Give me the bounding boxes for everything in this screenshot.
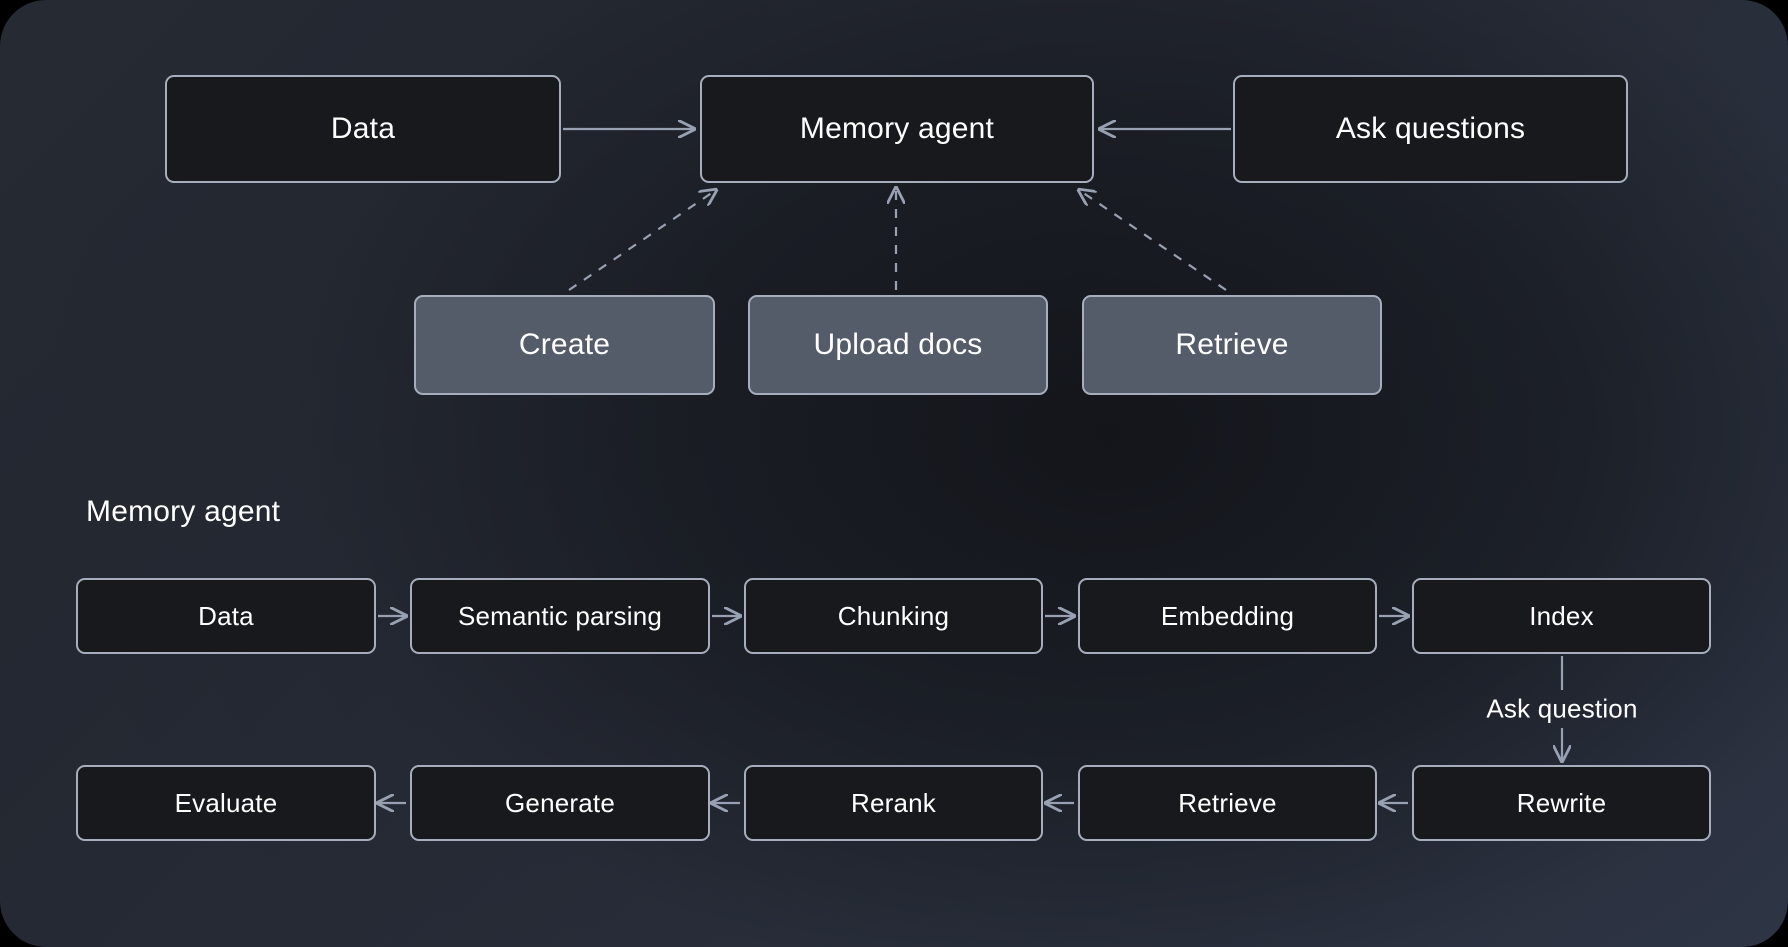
node-data[interactable]: Data [165, 75, 561, 183]
node-memory-agent[interactable]: Memory agent [700, 75, 1094, 183]
node-pipeline-generate[interactable]: Generate [410, 765, 710, 841]
node-data-label: Data [330, 112, 396, 145]
node-create[interactable]: Create [414, 295, 715, 395]
node-create-label: Create [518, 328, 611, 361]
node-retrieve-top-label: Retrieve [1175, 328, 1289, 361]
node-pipeline-rerank-label: Rerank [850, 787, 936, 818]
node-pipeline-evaluate[interactable]: Evaluate [76, 765, 376, 841]
node-pipeline-chunking[interactable]: Chunking [744, 578, 1043, 654]
node-upload-docs-label: Upload docs [813, 328, 983, 361]
node-pipeline-index[interactable]: Index [1412, 578, 1711, 654]
node-upload-docs[interactable]: Upload docs [748, 295, 1048, 395]
node-pipeline-rewrite-label: Rewrite [1516, 787, 1607, 818]
node-pipeline-rerank[interactable]: Rerank [744, 765, 1043, 841]
section-title-memory-agent: Memory agent [86, 495, 281, 528]
node-pipeline-data[interactable]: Data [76, 578, 376, 654]
node-retrieve-top[interactable]: Retrieve [1082, 295, 1382, 395]
node-pipeline-retrieve-label: Retrieve [1178, 787, 1277, 818]
edge-create-to-memory-agent [568, 190, 716, 291]
node-pipeline-data-label: Data [198, 600, 254, 631]
node-pipeline-index-label: Index [1529, 600, 1594, 631]
node-pipeline-evaluate-label: Evaluate [174, 787, 278, 818]
node-pipeline-embedding[interactable]: Embedding [1078, 578, 1377, 654]
edge-retrieve-to-memory-agent [1079, 190, 1227, 291]
node-pipeline-semantic-parsing[interactable]: Semantic parsing [410, 578, 710, 654]
node-memory-agent-label: Memory agent [799, 112, 995, 145]
node-pipeline-semantic-parsing-label: Semantic parsing [457, 600, 663, 631]
node-pipeline-chunking-label: Chunking [837, 600, 950, 631]
node-pipeline-rewrite[interactable]: Rewrite [1412, 765, 1711, 841]
node-pipeline-retrieve[interactable]: Retrieve [1078, 765, 1377, 841]
node-pipeline-embedding-label: Embedding [1160, 600, 1295, 631]
node-pipeline-generate-label: Generate [504, 787, 615, 818]
node-ask-questions[interactable]: Ask questions [1233, 75, 1628, 183]
edge-label-ask-question: Ask question [1486, 693, 1638, 724]
node-ask-questions-label: Ask questions [1335, 112, 1526, 145]
